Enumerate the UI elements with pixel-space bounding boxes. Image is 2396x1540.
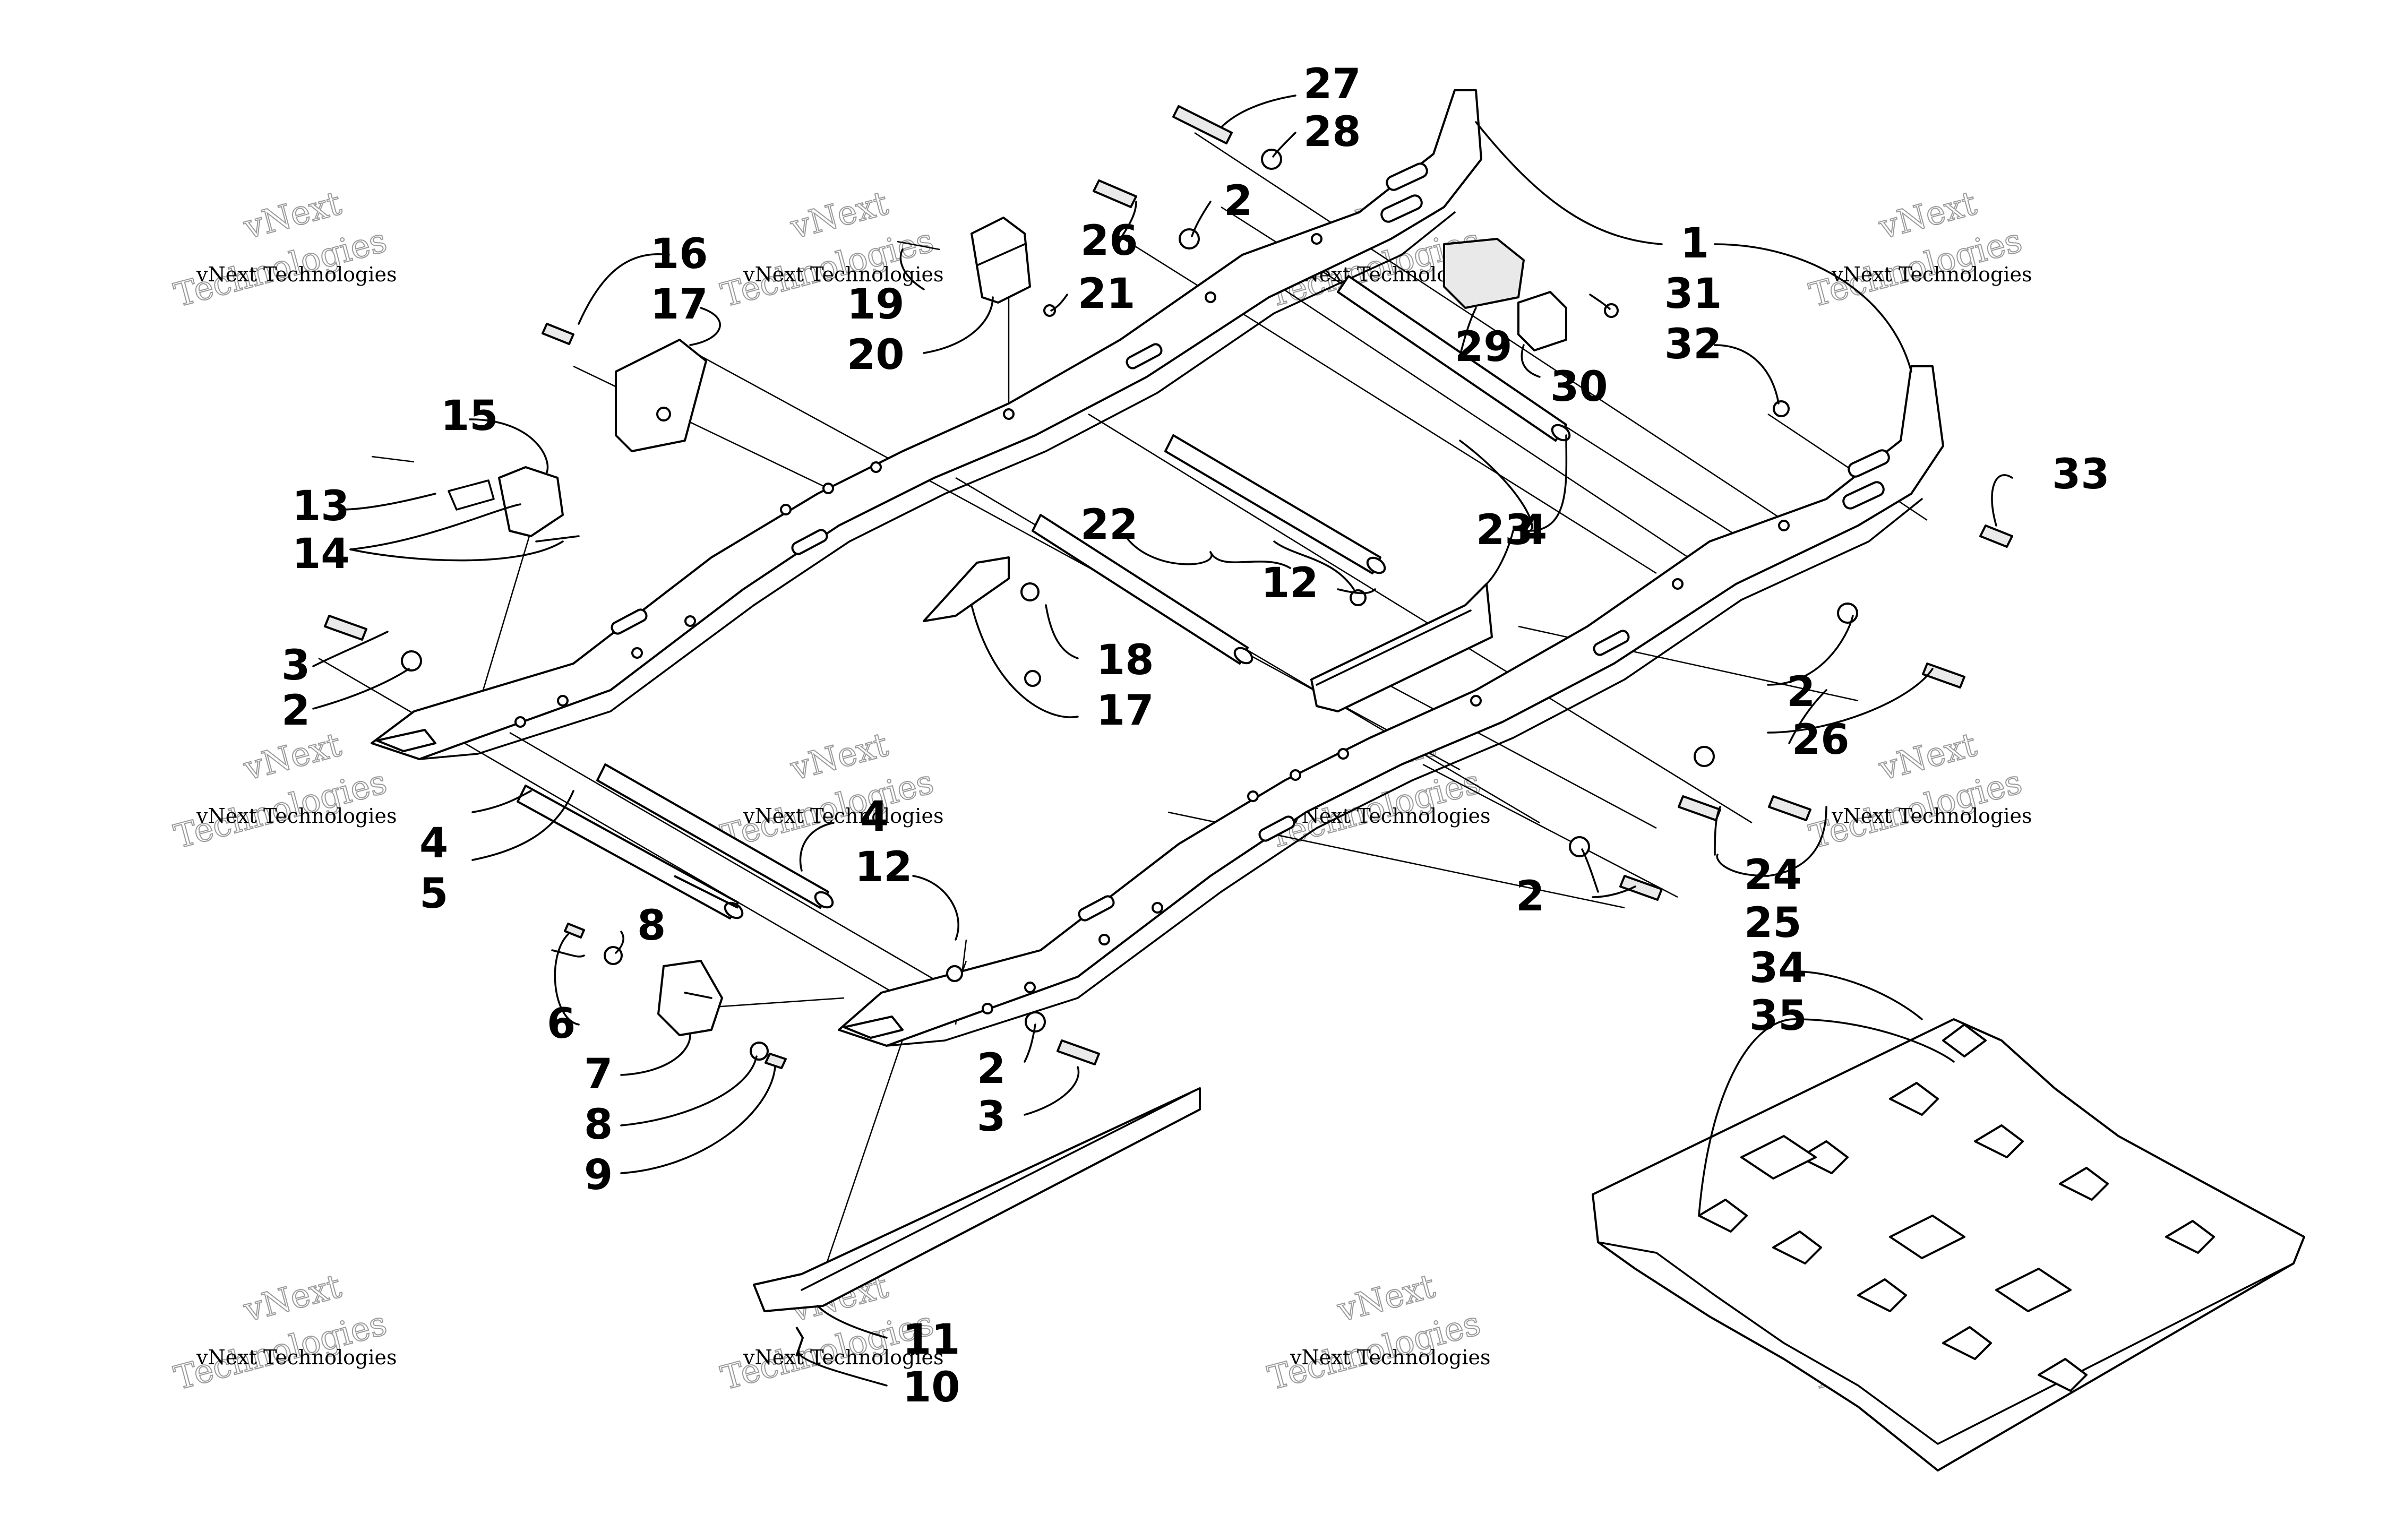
callout-25: 25: [1744, 899, 1802, 947]
callout-26-right: 26: [1792, 716, 1850, 764]
watermark-text: vNext Technologies: [196, 1346, 397, 1369]
watermark-text: vNext Technologies: [743, 263, 943, 286]
cross-shafts: [517, 275, 1571, 919]
callout-35: 35: [1749, 992, 1807, 1040]
watermark-text: vNext Technologies: [196, 263, 397, 286]
callout-21: 21: [1078, 270, 1136, 318]
callout-17-top: 17: [650, 281, 708, 329]
callout-17-bottom: 17: [1096, 687, 1154, 735]
hardware: [324, 105, 2013, 1357]
callout-13: 13: [292, 483, 350, 530]
watermark-text: vNext Technologies: [1831, 263, 2032, 286]
callout-14: 14: [292, 530, 350, 578]
left-rail: [371, 89, 1482, 760]
callout-23: 23: [1476, 506, 1534, 554]
callout-7: 7: [584, 1051, 613, 1098]
callout-31: 31: [1664, 270, 1722, 318]
callout-2-right: 2: [1787, 668, 1815, 716]
callout-8-top: 8: [637, 902, 666, 950]
watermark: vNext Technologies vNext Technologies: [1264, 1266, 1491, 1398]
watermark-text: vNext Technologies: [1290, 1346, 1490, 1369]
callout-4-center: 4: [860, 793, 889, 841]
callout-29: 29: [1455, 323, 1513, 371]
watermark-text: vNext Technologies: [1290, 804, 1490, 828]
callout-24: 24: [1744, 851, 1802, 899]
callout-11: 11: [903, 1316, 960, 1364]
callout-4-left: 4: [419, 820, 448, 867]
callout-19: 19: [847, 281, 905, 329]
callout-2-right-lower: 2: [1516, 873, 1544, 920]
callout-3-bottom: 3: [977, 1093, 1006, 1141]
track: [1592, 1018, 2305, 1472]
callout-5: 5: [419, 870, 448, 918]
watermark: vNext Technologies vNext Technologies: [170, 1266, 397, 1398]
callout-8-bottom: 8: [584, 1101, 613, 1149]
callout-22: 22: [1080, 501, 1138, 549]
watermark-text: vNext Technologies: [743, 1346, 943, 1369]
callout-16: 16: [650, 230, 708, 278]
callout-1: 1: [1680, 220, 1709, 268]
callout-18: 18: [1096, 636, 1154, 684]
callouts: 1 2 2 2 2 2 3 3 4 4 4 22 5 6 7 8 8 9 10 …: [281, 61, 2110, 1412]
watermark-text: vNext Technologies: [196, 804, 397, 828]
callout-12-center: 12: [1261, 560, 1319, 607]
callout-2-left: 2: [281, 687, 310, 735]
callout-3-left: 3: [281, 642, 310, 690]
watermark: vNext Technologies vNext Technologies: [170, 183, 397, 315]
callout-9: 9: [584, 1151, 613, 1199]
callout-30: 30: [1550, 363, 1608, 411]
callout-28: 28: [1303, 108, 1361, 156]
callout-20: 20: [847, 331, 905, 379]
watermark: vNext Technologies vNext Technologies: [717, 183, 944, 315]
callout-2-top: 2: [1224, 177, 1252, 225]
callout-15: 15: [441, 392, 499, 440]
callout-32: 32: [1664, 321, 1722, 368]
callout-10: 10: [903, 1364, 960, 1412]
watermark-text: vNext Technologies: [1831, 804, 2032, 828]
callout-27: 27: [1303, 61, 1361, 108]
watermark-text: vNext Technologies: [743, 804, 943, 828]
watermark: vNext Technologies vNext Technologies: [170, 724, 397, 856]
callout-34: 34: [1749, 944, 1807, 992]
watermark: vNext Technologies vNext Technologies: [1805, 183, 2032, 315]
callout-4-right: 4: [1518, 506, 1547, 554]
callout-26-top: 26: [1080, 217, 1138, 265]
callout-33: 33: [2052, 451, 2110, 498]
callout-6: 6: [547, 1000, 576, 1048]
callout-12-left: 12: [855, 844, 913, 891]
rail-bracket: [1310, 583, 1493, 712]
leader-lines: [312, 94, 2013, 1387]
callout-2-bottom: 2: [977, 1045, 1006, 1093]
